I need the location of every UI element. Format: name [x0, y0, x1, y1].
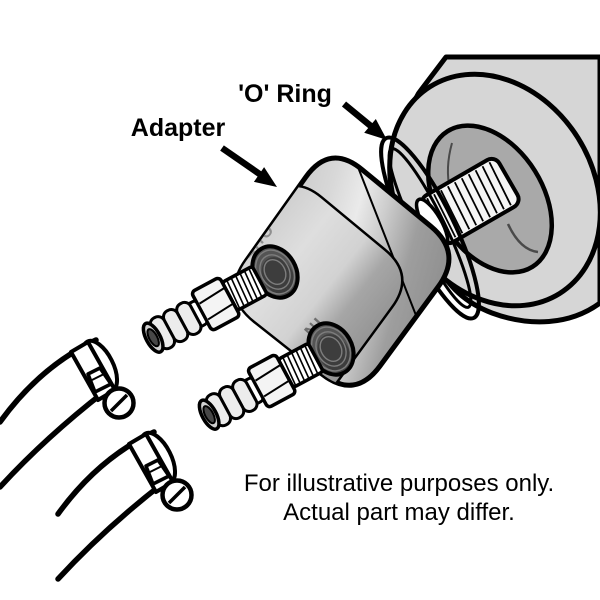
oring-callout-label: 'O' Ring [238, 80, 332, 108]
in-barb-fitting [190, 336, 328, 440]
oring-callout-arrow [341, 101, 387, 140]
adapter-callout-label: Adapter [131, 114, 226, 142]
disclaimer-line-1: For illustrative purposes only. [244, 470, 554, 497]
in-hose-with-clamp [58, 428, 192, 579]
disclaimer-line-2: Actual part may differ. [283, 499, 515, 526]
rim-stripe-line [355, 161, 429, 347]
recess-detail-bump [506, 223, 539, 254]
threaded-stub [414, 156, 521, 249]
adapter-callout-arrow [220, 145, 277, 187]
